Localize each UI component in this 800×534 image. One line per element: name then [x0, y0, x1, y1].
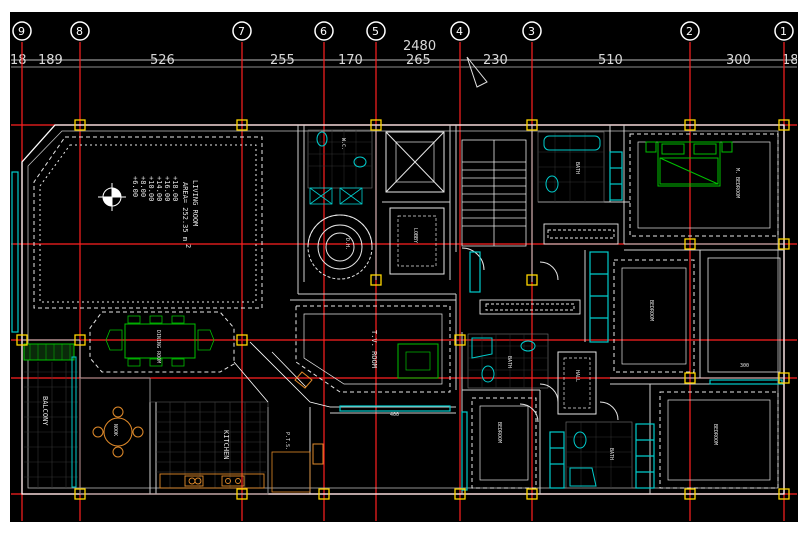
grid-label-9: 9: [18, 25, 25, 38]
dh-name: D.H.: [344, 238, 350, 250]
living-room-area-sup: 2: [184, 244, 192, 248]
nook-table: [92, 406, 144, 458]
exterior-walls: [21, 124, 785, 495]
grid-label-2: 2: [686, 25, 693, 38]
bay-dim-7: 230: [483, 53, 508, 68]
dimension-bar: 2480 18 189 526 255 170 265 230 510 300 …: [10, 39, 798, 88]
bay-dim-10: 18: [782, 53, 798, 68]
hall-name: HALL: [574, 370, 580, 382]
grid-bubble-9: [12, 21, 32, 41]
bedroom-2-name: BEDROOM: [712, 424, 718, 445]
tv-room-name: T.V. ROOM: [370, 330, 378, 368]
bay-dim-5: 170: [338, 53, 363, 68]
grid-bubble-7: [232, 21, 252, 41]
living-level-6: +6.00: [131, 176, 139, 197]
bay-dim-1: 18: [10, 53, 27, 68]
bath-lower: BATH: [565, 421, 633, 489]
living-level-5: +8.00: [139, 176, 147, 197]
grid-bubble-8: [70, 21, 90, 41]
living-room: [33, 136, 263, 309]
bath-upper: BATH: [537, 131, 605, 203]
tv-room: T.V. ROOM: [295, 305, 451, 393]
grid-label-5: 5: [372, 25, 379, 38]
grid-bubble-2: [680, 21, 700, 41]
balcony-name: BALCONY: [41, 396, 49, 426]
bay-dim-9: 300: [726, 53, 751, 68]
bay-dim-3: 526: [150, 53, 175, 68]
hall: HALL: [519, 351, 619, 423]
kitchen-counter: [159, 473, 265, 489]
overall-dimension: 2480: [403, 39, 436, 54]
grid-bubble-5: [366, 21, 386, 41]
bedroom-1: BEDROOM: [613, 259, 695, 373]
dining-room: DINING ROOM: [89, 311, 235, 373]
living-level-2: +16.00: [163, 176, 171, 201]
stair: [461, 139, 527, 247]
cad-viewport[interactable]: 2480 18 189 526 255 170 265 230 510 300 …: [10, 12, 798, 522]
dining-room-name: DINING ROOM: [155, 330, 161, 363]
bath-3-name: BATH: [608, 448, 614, 460]
bedroom-3-name: BEDROOM: [496, 422, 502, 443]
grid-label-3: 3: [528, 25, 535, 38]
grid-bubble-4: [450, 21, 470, 41]
pantry-name: P.T.S.: [284, 432, 290, 450]
grid-bubbles: 9 8 7 6 5 4 3 2 1: [12, 21, 794, 41]
grid-bubble-6: [314, 21, 334, 41]
core-area: LOBBY: [385, 131, 559, 281]
bath-1-name: BATH: [574, 162, 580, 174]
nook-name: NOOK: [112, 424, 118, 436]
grid-label-4: 4: [456, 25, 463, 38]
living-level-1: +18.00: [171, 176, 179, 201]
bath-2-name: BATH: [506, 356, 512, 368]
living-level-3: +14.00: [155, 176, 163, 201]
pantry: P.T.S.: [271, 371, 324, 493]
grid-label-1: 1: [780, 25, 787, 38]
grid-label-6: 6: [320, 25, 327, 38]
bath-middle: BATH: [467, 333, 549, 389]
floor-plan-drawing: 2480 18 189 526 255 170 265 230 510 300 …: [10, 12, 798, 522]
kitchen-name: KITCHEN: [222, 430, 230, 460]
grid-bubble-3: [522, 21, 542, 41]
living-level-4: +10.00: [147, 176, 155, 201]
grid-axes: [10, 42, 798, 522]
drawing-frame: [10, 12, 798, 522]
bedroom-3: BEDROOM: [471, 397, 537, 489]
grid-bubble-1: [774, 21, 794, 41]
balcony: BALCONY: [23, 343, 78, 488]
bay-dim-2: 189: [38, 53, 63, 68]
bay-dim-4: 255: [270, 53, 295, 68]
master-bed: [645, 141, 733, 187]
living-room-area: AREA= 252.35 m: [181, 182, 189, 241]
marker-icon: [466, 56, 488, 88]
bay-dim-8: 510: [598, 53, 623, 68]
dim-400-label: 400: [390, 412, 399, 418]
corridor: [479, 223, 619, 315]
dim-300-label: 300: [740, 363, 749, 369]
living-room-label: LIVING ROOM AREA= 252.35 m 2 +18.00 +16.…: [98, 176, 199, 248]
bedroom-1-name: BEDROOM: [648, 300, 654, 321]
nook-kitchen-area: NOOK KITCHEN: [79, 341, 331, 495]
wc-dh-area: W.C. D.H.: [307, 129, 373, 280]
lobby-name: LOBBY: [412, 228, 418, 243]
level-marker-icon: [98, 183, 126, 211]
bay-dim-6: 265: [406, 53, 431, 68]
living-room-name: LIVING ROOM: [191, 180, 199, 226]
windows: [11, 151, 783, 491]
bedroom-2: BEDROOM: [659, 391, 779, 489]
m-bedroom-name: M. BEDROOM: [734, 168, 740, 198]
grid-label-7: 7: [238, 25, 245, 38]
wc-name: W.C.: [340, 138, 346, 150]
grid-label-8: 8: [76, 25, 83, 38]
columns: [16, 119, 790, 500]
master-bedroom: M. BEDROOM: [629, 133, 779, 237]
right-area: 300: [707, 257, 781, 373]
dh-spiral: [307, 214, 373, 280]
